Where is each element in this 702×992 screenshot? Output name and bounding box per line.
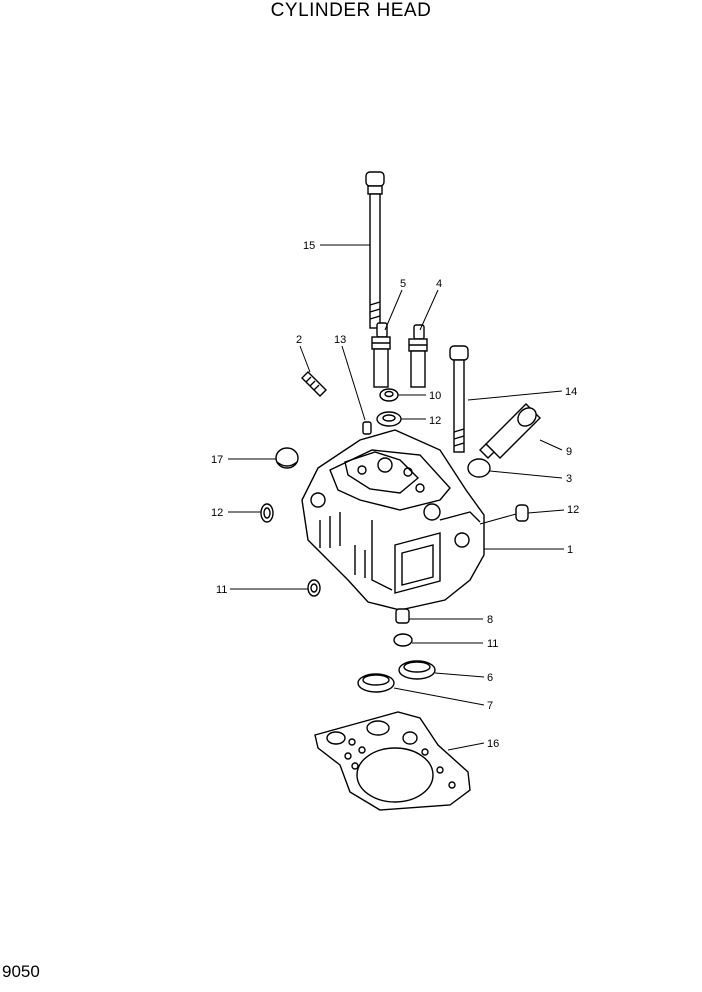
part-12-plug-right (515, 504, 529, 522)
part-17-plug (275, 447, 299, 469)
part-12-washer-top (376, 411, 402, 427)
diagram-title: CYLINDER HEAD (270, 0, 432, 21)
part-15-head-bolt (365, 171, 385, 329)
callout-7: 7 (487, 700, 493, 712)
part-12-washer-left (260, 503, 274, 523)
callout-14: 14 (565, 386, 577, 398)
part-9-injector-sleeve (479, 403, 541, 459)
callout-labels: 15 5 4 2 13 10 12 14 9 17 3 12 12 1 11 8… (211, 240, 579, 750)
callout-2: 2 (296, 334, 302, 346)
leader-lines (228, 244, 565, 751)
callout-16: 16 (487, 738, 499, 750)
callout-12-left: 12 (211, 507, 223, 519)
callout-10: 10 (429, 390, 441, 402)
callout-12-right: 12 (567, 504, 579, 516)
part-16-head-gasket (314, 711, 471, 811)
part-14-bolt (449, 345, 469, 453)
callout-3: 3 (566, 473, 572, 485)
callout-12-top: 12 (429, 415, 441, 427)
callout-9: 9 (566, 446, 572, 458)
part-13-dowel (362, 421, 372, 435)
part-1-cylinder-head (301, 429, 485, 611)
callout-11-bottom: 11 (487, 638, 498, 650)
part-6-seat-ring (398, 660, 436, 680)
part-11-plug-left (307, 579, 321, 597)
callout-5: 5 (400, 278, 406, 290)
callout-4: 4 (436, 278, 442, 290)
callout-8: 8 (487, 614, 493, 626)
part-4-valve-guide (408, 324, 428, 388)
part-8-cup-plug (395, 608, 410, 624)
callout-1: 1 (567, 544, 573, 556)
part-5-valve-guide (371, 322, 391, 388)
page-code: 9050 (2, 962, 40, 981)
part-7-seat-ring (357, 673, 395, 693)
part-11-plug-bottom (393, 633, 413, 647)
callout-17: 17 (211, 454, 223, 466)
callout-11-left: 11 (216, 584, 227, 596)
callout-13: 13 (334, 334, 346, 346)
callout-15: 15 (303, 240, 315, 252)
part-3-o-ring (467, 458, 491, 478)
part-2-stud (301, 371, 327, 397)
callout-6: 6 (487, 672, 493, 684)
part-10-seal (379, 388, 399, 402)
